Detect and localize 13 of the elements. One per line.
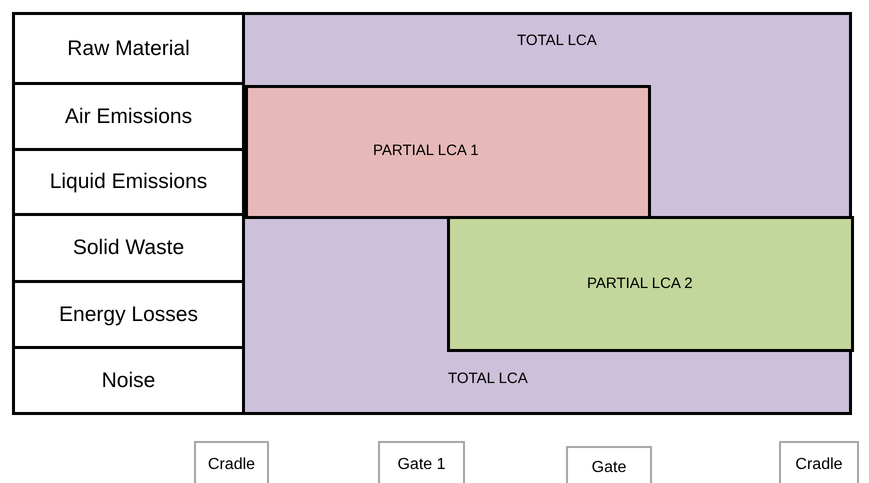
stage-tab: Gate — [566, 446, 652, 483]
lca-region — [242, 12, 852, 415]
region-label: PARTIAL LCA 1 — [373, 142, 479, 159]
stage-tab: Cradle — [779, 441, 859, 483]
partial-region — [447, 216, 854, 352]
region-label: TOTAL LCA — [517, 32, 597, 49]
partial-region — [245, 85, 651, 219]
category-cell: Raw Material — [12, 12, 245, 85]
category-cell: Noise — [12, 346, 245, 415]
region-label: PARTIAL LCA 2 — [587, 275, 693, 292]
region-label: TOTAL LCA — [448, 370, 528, 387]
stage-tab: Gate 1 — [378, 441, 465, 483]
stage-tab: Cradle — [194, 441, 269, 483]
